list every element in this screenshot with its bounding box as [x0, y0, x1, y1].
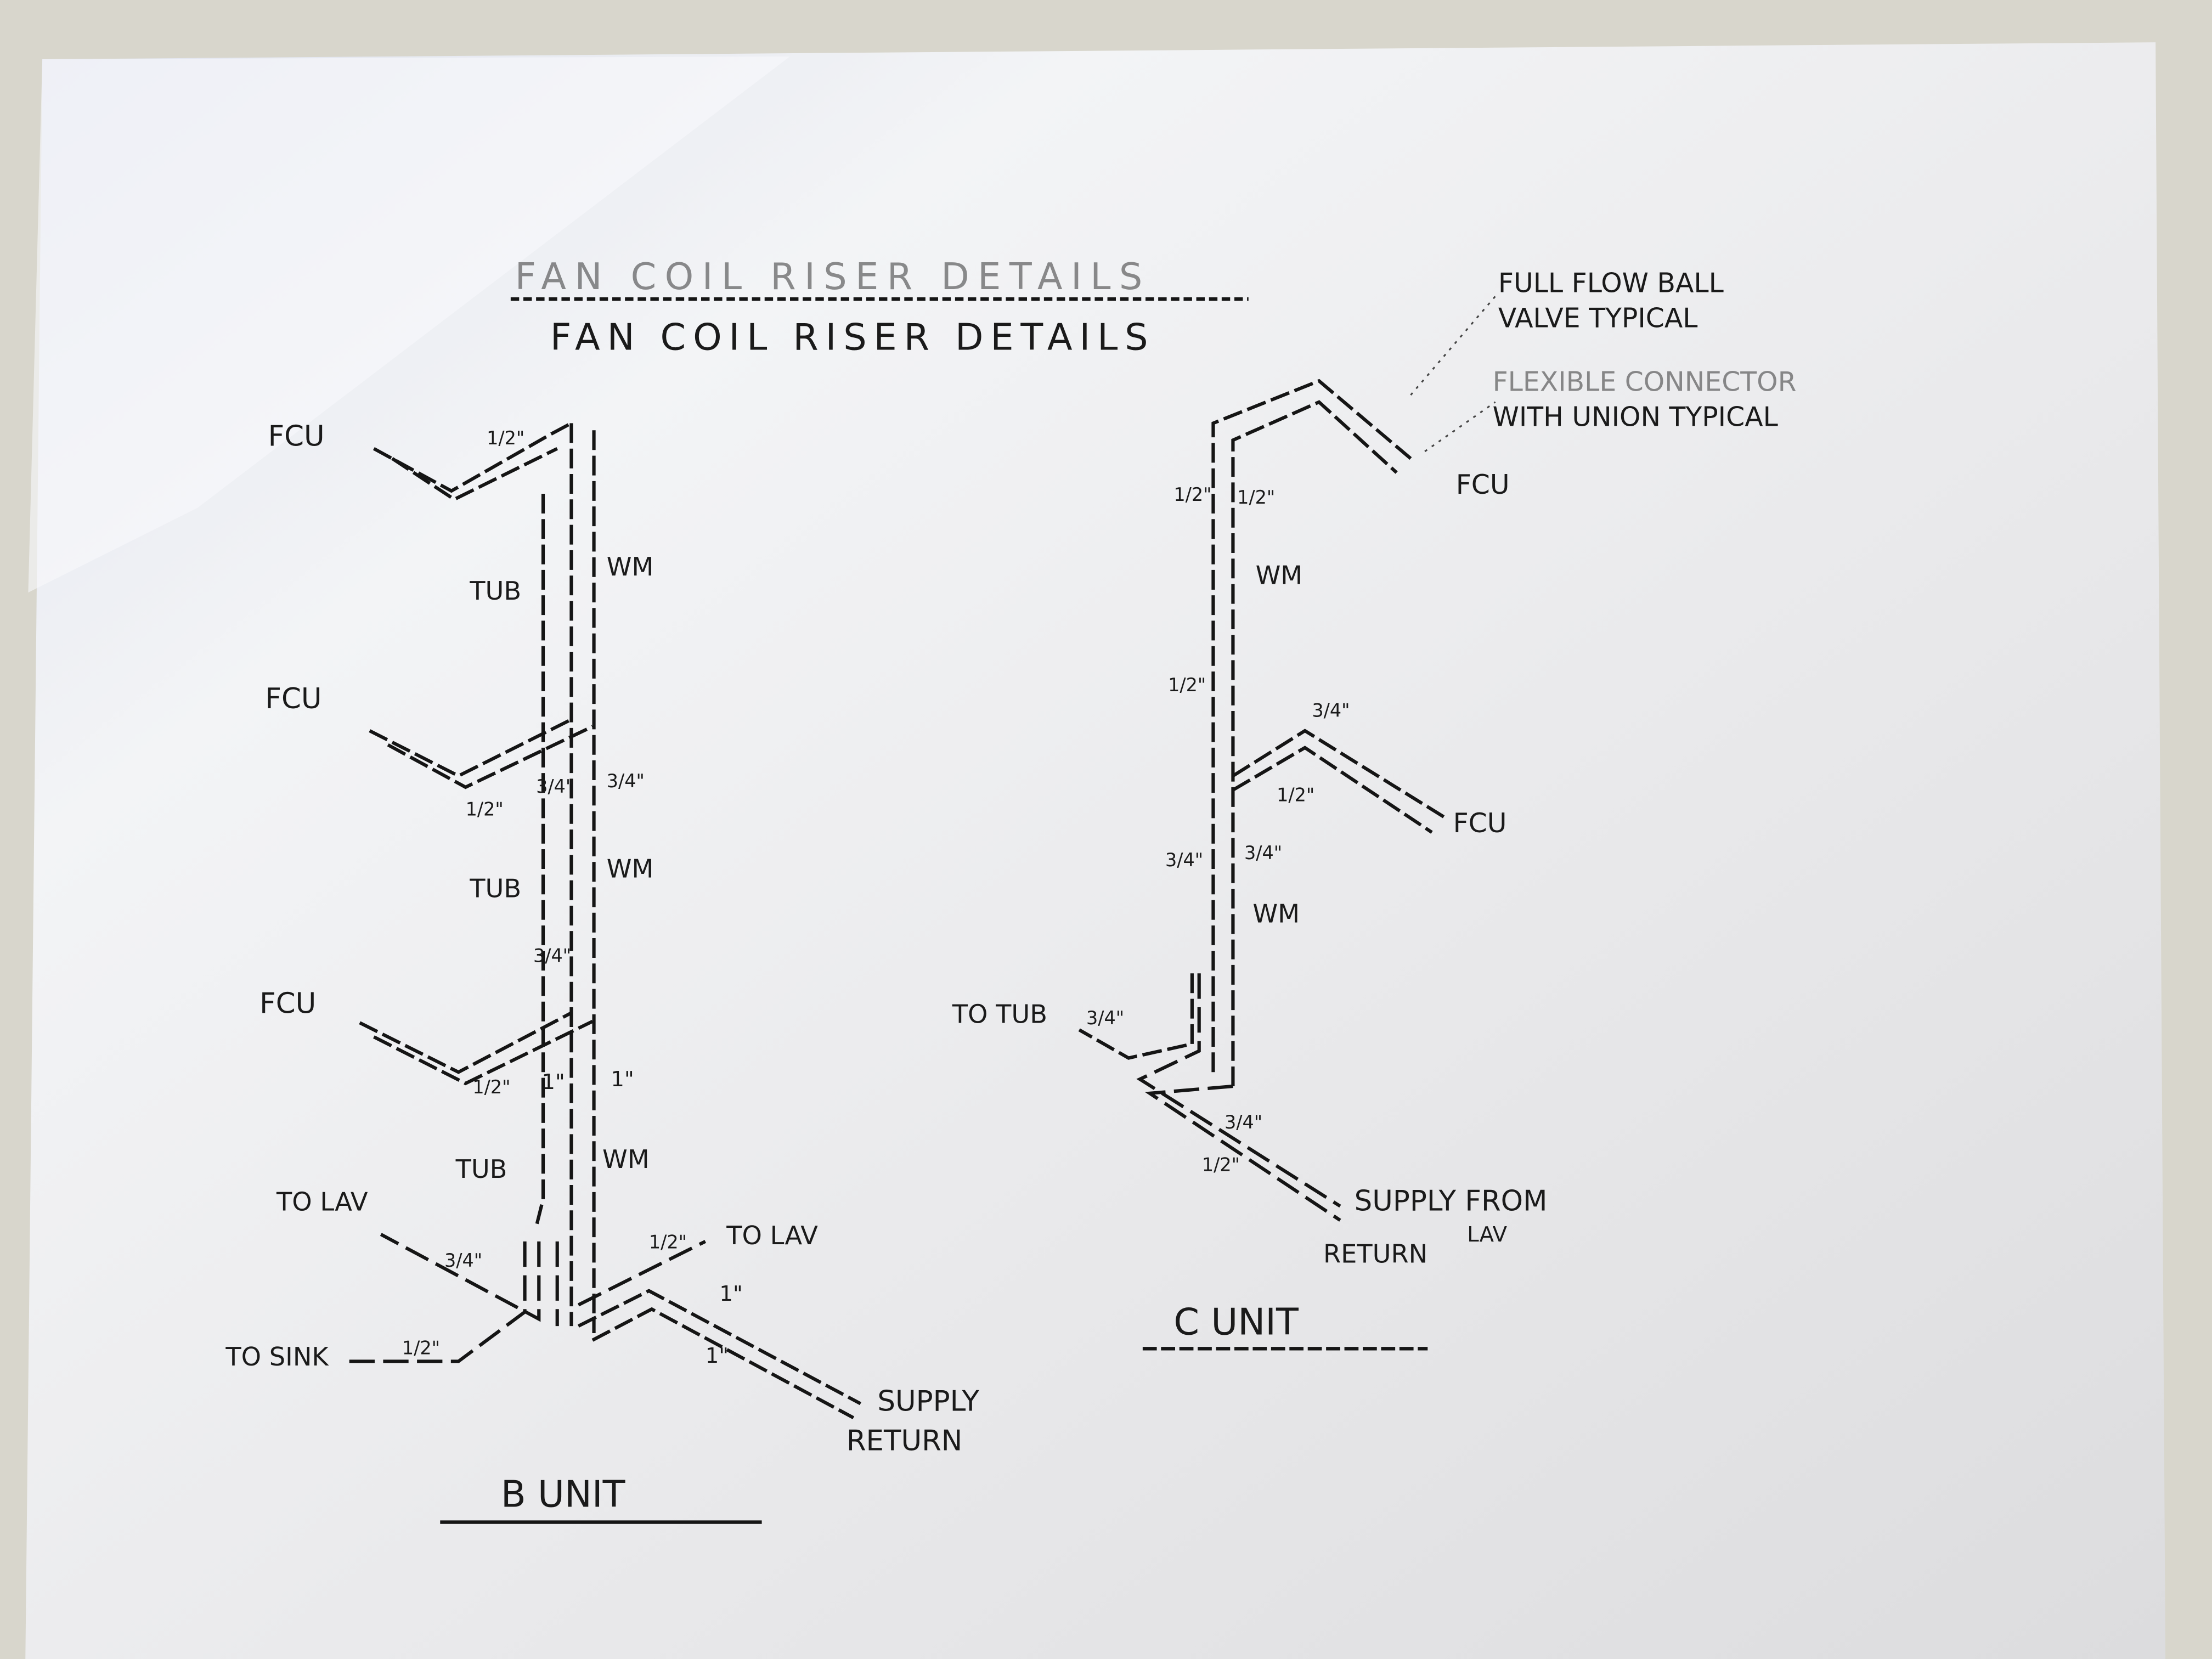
c-size-label: 1/2"	[1168, 674, 1206, 696]
diagram-title: FAN COIL RISER DETAILS	[550, 316, 1155, 359]
b-fcu-label-1: FCU	[268, 420, 325, 453]
b-size-label: 1"	[611, 1067, 634, 1092]
b-size-label: 1/2"	[487, 427, 524, 449]
b-size-label: 1"	[706, 1344, 729, 1368]
b-to-lav-left: TO LAV	[276, 1187, 368, 1216]
c-size-label: 1/2"	[1202, 1154, 1240, 1175]
c-size-label: 3/4"	[1244, 842, 1282, 864]
b-size-label: 3/4"	[607, 770, 645, 792]
b-wm-label-3: WM	[602, 1144, 650, 1174]
b-fcu-label-3: FCU	[259, 987, 316, 1020]
b-size-label: 1/2"	[472, 1076, 510, 1098]
c-to-tub: TO TUB	[952, 999, 1047, 1029]
c-fcu-top: FCU	[1456, 469, 1510, 500]
c-size-label: 3/4"	[1224, 1111, 1262, 1133]
b-size-label: 3/4"	[444, 1250, 482, 1271]
c-size-label: 1/2"	[1277, 785, 1314, 806]
c-return: RETURN	[1323, 1239, 1427, 1268]
c-wm-label-2: WM	[1252, 899, 1300, 929]
b-wm-label-2: WM	[607, 854, 654, 883]
b-size-label: 1/2"	[466, 798, 504, 820]
b-tub-label-2: TUB	[469, 873, 521, 903]
b-return: RETURN	[847, 1424, 962, 1457]
b-size-label: 3/4"	[536, 776, 574, 797]
b-tub-label-1: TUB	[469, 576, 521, 606]
b-size-label: 3/4"	[533, 945, 571, 967]
note-ball-valve-1: FULL FLOW BALL	[1498, 267, 1724, 298]
b-size-label: 1/2"	[649, 1232, 687, 1253]
b-to-lav-right: TO LAV	[726, 1221, 818, 1250]
b-unit-piping	[346, 421, 862, 1420]
b-tub-label-3: TUB	[455, 1154, 507, 1184]
note-flex-2: WITH UNION TYPICAL	[1493, 402, 1778, 433]
c-wm-label-1: WM	[1256, 561, 1303, 590]
c-supply-from: SUPPLY FROM	[1355, 1184, 1548, 1217]
c-size-label: 1/2"	[1173, 484, 1211, 505]
b-to-sink: TO SINK	[225, 1342, 329, 1372]
sunlight-streak	[28, 56, 790, 593]
b-supply: SUPPLY	[877, 1385, 979, 1418]
c-size-label: 3/4"	[1165, 849, 1203, 871]
c-size-label: 1/2"	[1237, 487, 1275, 508]
c-fcu-mid: FCU	[1453, 808, 1507, 839]
b-size-label: 1"	[541, 1070, 565, 1094]
c-size-label: 3/4"	[1086, 1007, 1124, 1029]
c-unit-piping	[1078, 295, 1496, 1222]
b-size-label: 1"	[719, 1282, 742, 1306]
b-unit-title: B UNIT	[501, 1472, 626, 1515]
note-ball-valve-2: VALVE TYPICAL	[1498, 303, 1698, 334]
b-wm-label-1: WM	[607, 552, 654, 582]
note-flex-1: FLEXIBLE CONNECTOR	[1493, 366, 1797, 397]
b-fcu-label-2: FCU	[265, 682, 321, 715]
c-lav: LAV	[1467, 1222, 1507, 1247]
c-size-label: 3/4"	[1312, 699, 1350, 721]
b-size-label: 1/2"	[402, 1338, 440, 1359]
c-unit-title: C UNIT	[1173, 1301, 1299, 1344]
faded-title: FAN COIL RISER DETAILS	[515, 255, 1151, 298]
paper-sheet	[25, 42, 2166, 1659]
